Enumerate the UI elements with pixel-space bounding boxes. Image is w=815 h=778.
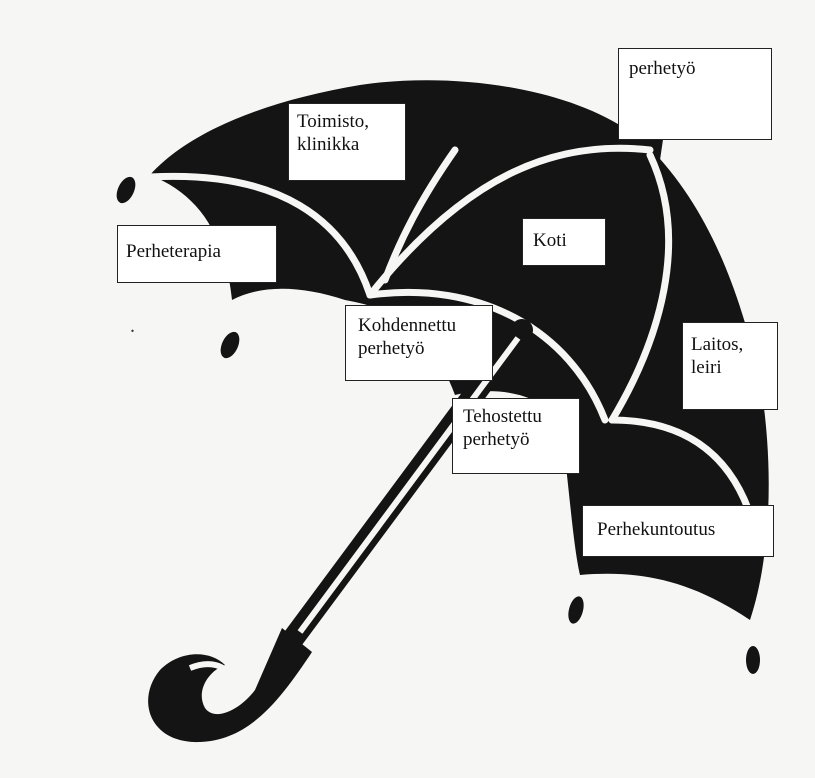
- box-perhetyo: perhetyö: [618, 48, 772, 140]
- box-perheterapia: Perheterapia: [117, 225, 277, 283]
- box-tehostettu-perhetyo: Tehostettu perhetyö: [452, 398, 580, 474]
- box-laitos-leiri: Laitos, leiri: [682, 322, 778, 410]
- svg-text:.: .: [130, 315, 135, 337]
- box-koti: Koti: [522, 218, 606, 266]
- umbrella-handle: [148, 628, 312, 742]
- box-toimisto-klinikka: Toimisto, klinikka: [288, 103, 406, 181]
- box-kohdennettu-perhetyo: Kohdennettu perhetyö: [345, 305, 493, 381]
- box-perhekuntoutus: Perhekuntoutus: [582, 505, 774, 557]
